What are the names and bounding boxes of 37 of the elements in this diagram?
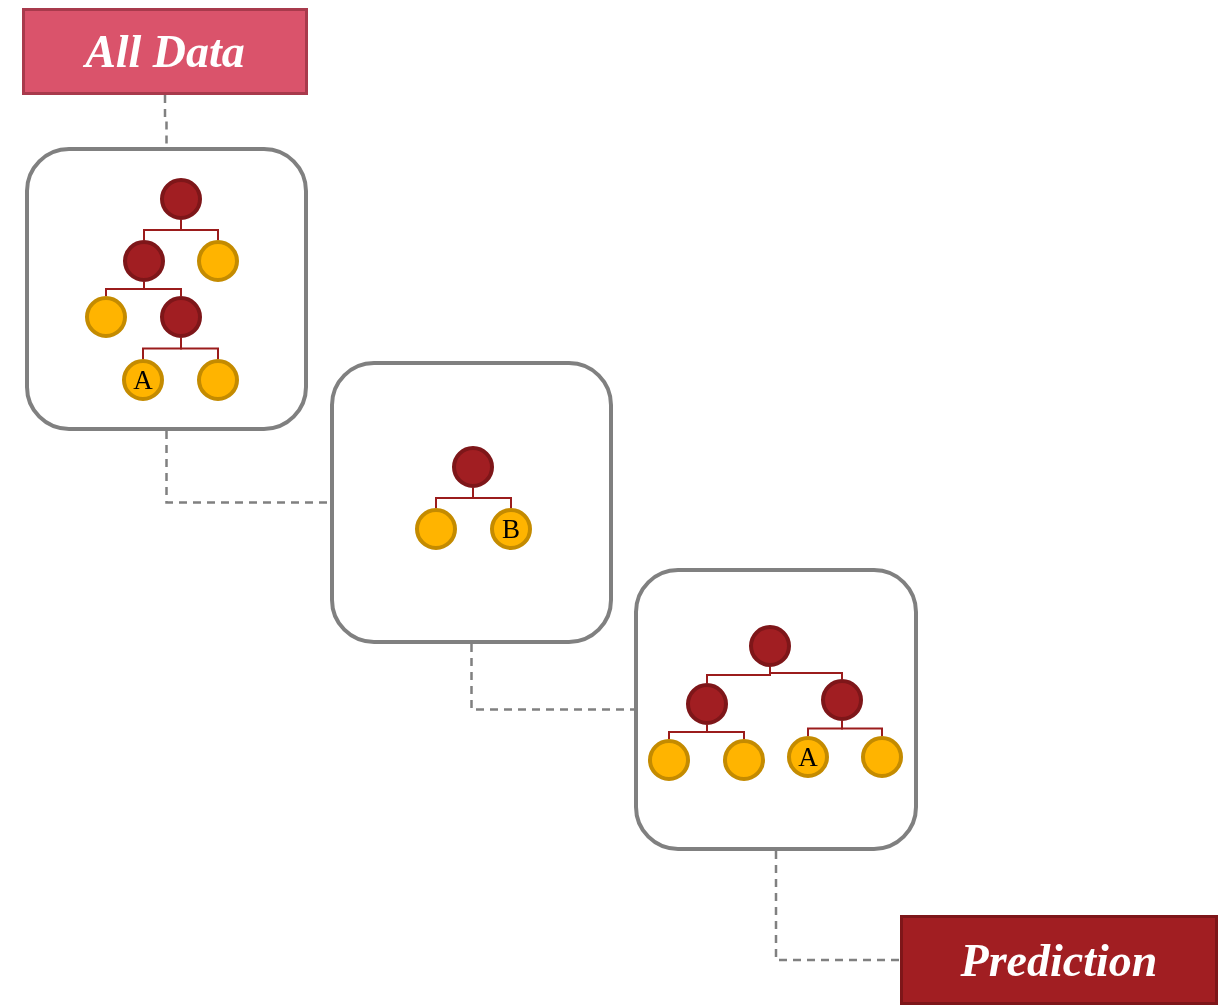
tree-node-circle: [861, 736, 903, 778]
tree-node-circle: [160, 178, 202, 220]
dashed-connector: [470, 644, 634, 711]
tree-node-circle: [85, 296, 127, 338]
tree-panel: [25, 147, 308, 431]
tree-node-circle: [122, 359, 164, 401]
tree-node-circle: [160, 296, 202, 338]
tree-node-circle: [821, 679, 863, 721]
tree-node-circle: [123, 240, 165, 282]
node-letter: B: [502, 515, 520, 543]
tree-branch-line: [706, 724, 745, 740]
tree-node-circle: [723, 739, 765, 781]
tree-node-circle: [490, 508, 532, 550]
dashed-connector: [165, 431, 330, 504]
title-box: [900, 915, 1218, 1005]
tree-panel: [634, 568, 918, 851]
tree-panel: [330, 361, 613, 644]
dashed-connector: [774, 851, 900, 962]
box-title: All Data: [85, 25, 245, 78]
tree-node-circle: [415, 508, 457, 550]
tree-node-circle: [749, 625, 791, 667]
dashed-connector: [163, 95, 168, 147]
node-letter: A: [133, 366, 153, 394]
tree-branch-line: [180, 337, 219, 360]
tree-branch-line: [143, 281, 182, 297]
tree-node-circle: [648, 739, 690, 781]
tree-node-circle: [197, 359, 239, 401]
tree-branch-line: [180, 219, 219, 241]
tree-branch-line: [841, 720, 883, 737]
node-letter: A: [798, 743, 818, 771]
tree-branch-line: [472, 487, 512, 509]
title-box: [22, 8, 308, 95]
tree-node-circle: [452, 446, 494, 488]
tree-node-circle: [197, 240, 239, 282]
box-title: Prediction: [960, 933, 1158, 987]
tree-node-circle: [686, 683, 728, 725]
tree-node-circle: [787, 736, 829, 778]
